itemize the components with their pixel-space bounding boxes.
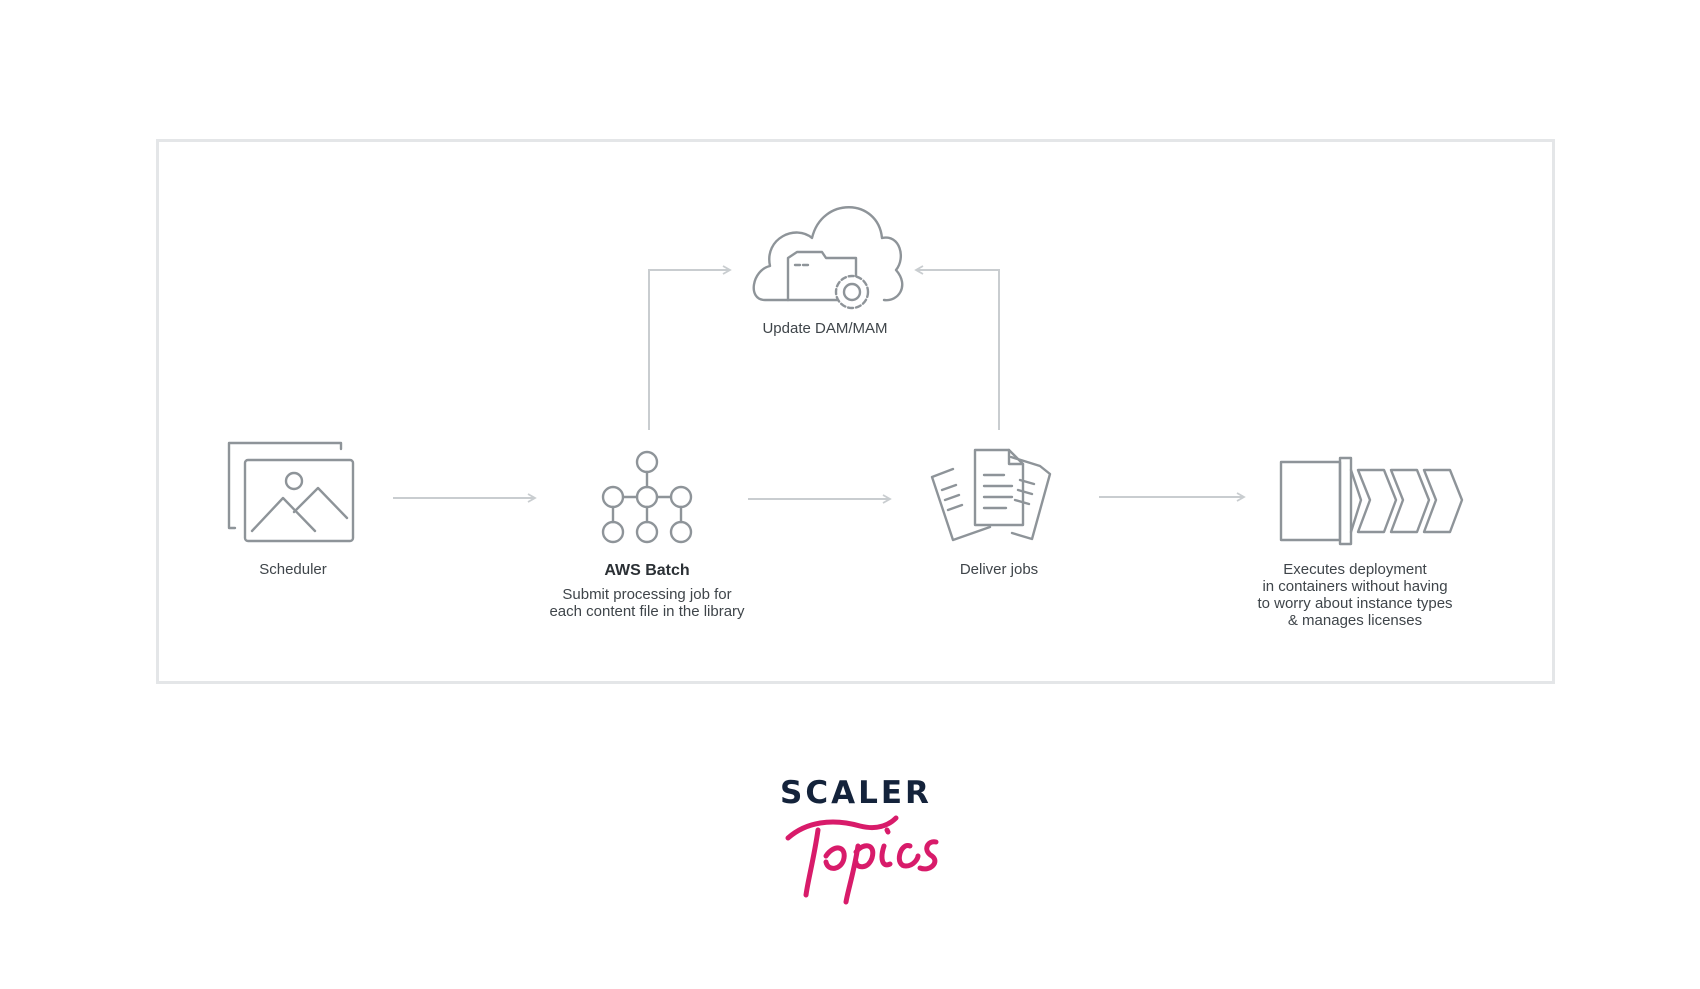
executes-line2: in containers without having [1262,578,1448,595]
scaler-topics-logo [785,815,939,905]
executes-line4: & manages licenses [1287,612,1423,629]
scaler-brand: SCALER [780,775,930,811]
aws-batch-description-line1: Submit processing job for [562,586,732,603]
network-nodes-icon [601,450,693,544]
arrow-batch-to-update [648,265,732,430]
container-chevrons-icon [1279,456,1464,546]
update-dam-mam-label: Update DAM/MAM [762,320,888,337]
image-gallery-icon [227,441,355,543]
cloud-folder-gear-icon [752,206,904,310]
scheduler-label: Scheduler [259,561,327,578]
aws-batch-description-line2: each content file in the library [549,603,745,620]
diagram-frame [156,139,1555,684]
documents-icon [930,448,1052,542]
deliver-jobs-label: Deliver jobs [959,561,1039,578]
arrow-deliver-to-update [914,265,1000,430]
executes-line3: to worry about instance types [1257,595,1453,612]
executes-line1: Executes deployment [1283,561,1427,578]
brand-name-top: SCALER [780,775,932,811]
aws-batch-title: AWS Batch [604,562,690,579]
